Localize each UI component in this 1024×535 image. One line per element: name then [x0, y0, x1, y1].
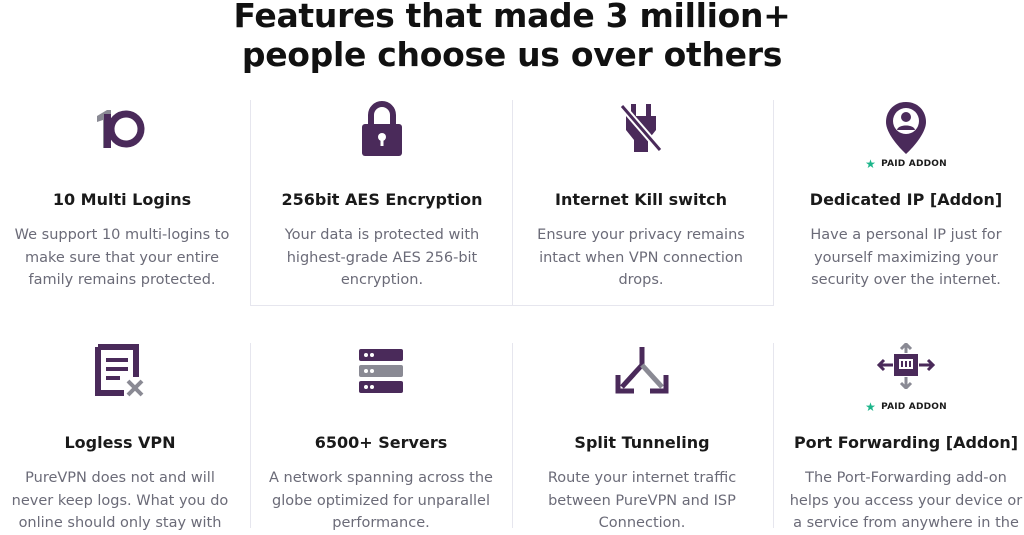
- grid-divider: [512, 343, 513, 528]
- heading-line-2: people choose us over others: [241, 35, 783, 74]
- feature-card-split-tunneling: Split Tunneling Route your internet traf…: [514, 343, 770, 531]
- kill-switch-plug-icon: [513, 100, 769, 160]
- grid-divider: [773, 100, 774, 305]
- no-log-document-icon: [0, 343, 248, 403]
- grid-divider: [250, 305, 774, 306]
- grid-divider: [512, 100, 513, 305]
- feature-card-servers: 6500+ Servers A network spanning across …: [253, 343, 509, 531]
- feature-title: Logless VPN: [64, 433, 176, 452]
- feature-card-dedicated-ip: ★ PAID ADDON Dedicated IP [Addon] Have a…: [778, 100, 1024, 305]
- ten-icon: [0, 106, 250, 166]
- feature-title: 10 Multi Logins: [52, 190, 192, 209]
- lock-icon: [254, 100, 510, 160]
- feature-title: Internet Kill switch: [555, 190, 727, 209]
- features-grid: 10 Multi Logins We support 10 multi-logi…: [0, 100, 1024, 531]
- grid-divider: [250, 343, 251, 528]
- feature-title: Split Tunneling: [574, 433, 710, 452]
- paid-addon-badge: ★ PAID ADDON: [865, 400, 947, 414]
- feature-title: Port Forwarding [Addon]: [793, 433, 1019, 452]
- star-icon: ★: [865, 400, 877, 414]
- feature-title: 256bit AES Encryption: [281, 190, 483, 209]
- split-arrows-icon: [514, 345, 770, 405]
- server-stack-icon: [253, 347, 509, 407]
- feature-card-aes-encryption: 256bit AES Encryption Your data is prote…: [254, 100, 510, 305]
- grid-divider: [250, 100, 251, 305]
- port-forwarding-icon: [778, 343, 1024, 403]
- feature-title: Dedicated IP [Addon]: [809, 190, 1003, 209]
- star-icon: ★: [865, 157, 877, 171]
- feature-card-kill-switch: Internet Kill switch Ensure your privacy…: [513, 100, 769, 305]
- paid-addon-badge: ★ PAID ADDON: [865, 157, 947, 171]
- heading-line-1: Features that made 3 million+: [233, 0, 791, 35]
- feature-card-multi-logins: 10 Multi Logins We support 10 multi-logi…: [0, 100, 250, 305]
- section-heading: Features that made 3 million+ people cho…: [0, 0, 1024, 74]
- feature-title: 6500+ Servers: [314, 433, 448, 452]
- feature-card-port-forwarding: ★ PAID ADDON Port Forwarding [Addon] The…: [778, 343, 1024, 531]
- grid-divider: [773, 343, 774, 528]
- location-pin-user-icon: [778, 100, 1024, 160]
